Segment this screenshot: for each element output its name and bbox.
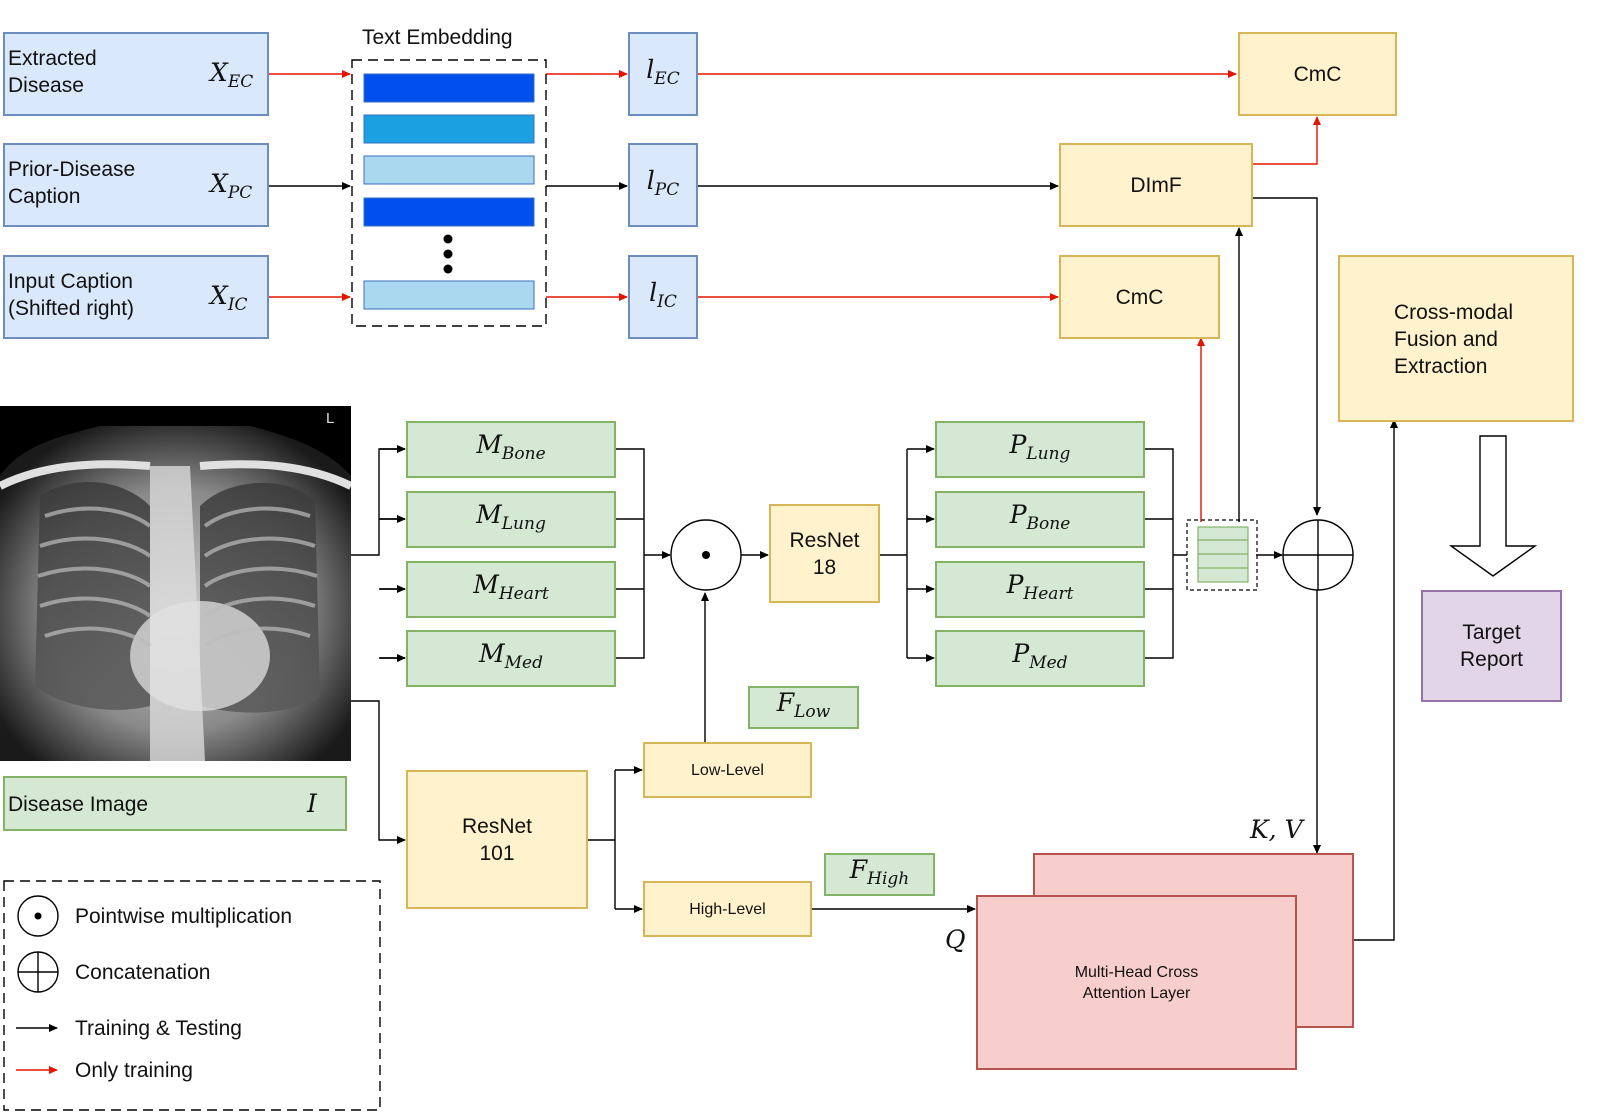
high-level-box: High-Level (643, 881, 812, 937)
legend-pointwise-icon (17, 895, 59, 937)
legend-pointwise-label: Pointwise multiplication (75, 905, 293, 928)
prior-disease-box: Prior-Disease Caption XPC (3, 143, 269, 227)
arrow-dimf-to-cmc (1253, 116, 1321, 165)
arrow-resnet101-to-levels (588, 770, 616, 909)
legend-only-train-label: Only training (75, 1059, 193, 1082)
l-ic-box: lIC (628, 255, 698, 339)
l-pc-symbol: lPC (646, 165, 680, 200)
m-med-symbol: MMed (479, 639, 543, 674)
concat-node-icon (1282, 519, 1354, 591)
cmc-mid-label: CmC (1115, 285, 1164, 309)
embedding-bar (363, 155, 535, 185)
resnet18-label: ResNet 18 (789, 528, 860, 579)
f-high-box: FHigh (824, 853, 935, 896)
kv-label: K, V (1250, 815, 1303, 844)
arrow-image-to-resnet101 (351, 700, 406, 844)
part-lung-box: PLung (935, 421, 1145, 478)
legend-concat-icon (17, 951, 59, 993)
prior-disease-label: Prior-Disease Caption (8, 158, 136, 208)
fusion-label: Cross-modal Fusion and Extraction (1394, 301, 1514, 378)
f-low-symbol: FLow (776, 688, 831, 723)
low-level-box: Low-Level (643, 742, 812, 798)
xray-drawing (0, 426, 351, 761)
mask-lung-box: MLung (406, 491, 616, 548)
resnet101-box: ResNet 101 (406, 770, 588, 909)
f-low-box: FLow (748, 686, 859, 729)
text-embedding-frame (351, 59, 547, 327)
l-ec-symbol: lEC (646, 54, 680, 89)
input-caption-box: Input Caption (Shifted right) XIC (3, 255, 269, 339)
attention-label: Multi-Head Cross Attention Layer (1074, 963, 1199, 1002)
embedding-bar (363, 114, 535, 144)
m-heart-symbol: MHeart (473, 570, 549, 605)
resnet18-box: ResNet 18 (769, 504, 880, 603)
chest-xray-image: L (0, 406, 351, 761)
arrow-resnet18-to-parts (880, 449, 908, 658)
attention-layer-front: Multi-Head Cross Attention Layer (976, 895, 1297, 1070)
legend-frame (3, 880, 381, 1111)
arrow-attention-to-fusion (1354, 419, 1398, 941)
x-pc-symbol: XPC (210, 169, 253, 204)
pointwise-node-icon (670, 519, 742, 591)
extracted-disease-box: Extracted Disease XEC (3, 32, 269, 116)
i-symbol: I (307, 789, 317, 818)
mask-heart-box: MHeart (406, 561, 616, 618)
part-heart-box: PHeart (935, 561, 1145, 618)
p-med-symbol: PMed (1012, 639, 1068, 674)
extracted-disease-label: Extracted Disease (8, 47, 97, 97)
cmc-mid-box: CmC (1059, 255, 1220, 339)
embedding-bars (363, 73, 535, 310)
embedding-bar (363, 73, 535, 103)
dimf-box: DImF (1059, 143, 1253, 227)
mask-med-box: MMed (406, 630, 616, 687)
arrow-dimf-to-concat (1253, 197, 1321, 516)
disease-image-box: Disease Image I (3, 776, 347, 831)
arrow-masks-to-pointwise (616, 448, 645, 659)
resnet101-label: ResNet 101 (461, 814, 533, 865)
f-high-symbol: FHigh (849, 855, 910, 890)
fusion-box: Cross-modal Fusion and Extraction (1338, 255, 1574, 422)
low-level-label: Low-Level (691, 761, 764, 779)
q-label: Q (945, 925, 966, 954)
target-report-label: Target Report (1459, 621, 1524, 671)
x-ic-symbol: XIC (210, 281, 248, 316)
target-report-box: Target Report (1421, 590, 1562, 702)
fusion-to-report-arrow-icon (1448, 435, 1538, 577)
mask-bone-box: MBone (406, 421, 616, 478)
embedding-bar (363, 280, 535, 310)
l-ic-symbol: lIC (649, 277, 677, 312)
x-ec-symbol: XEC (210, 58, 254, 93)
xray-corner-mark: L (326, 410, 335, 427)
embedding-ellipsis-icon (443, 234, 453, 274)
feature-stack-icon (1186, 519, 1258, 591)
part-med-box: PMed (935, 630, 1145, 687)
l-pc-box: lPC (628, 143, 698, 227)
m-bone-symbol: MBone (476, 430, 546, 465)
cmc-top-label: CmC (1293, 62, 1342, 86)
m-lung-symbol: MLung (476, 500, 546, 535)
input-caption-label: Input Caption (Shifted right) (8, 270, 135, 320)
part-bone-box: PBone (935, 491, 1145, 548)
arrow-parts-to-stack (1145, 448, 1187, 659)
dimf-label: DImF (1130, 173, 1182, 197)
high-level-label: High-Level (689, 900, 766, 918)
text-embedding-title: Text Embedding (362, 26, 513, 49)
l-ec-box: lEC (628, 32, 698, 116)
disease-image-label: Disease Image (8, 793, 149, 816)
arrow-image-to-masks (351, 448, 405, 659)
p-lung-symbol: PLung (1009, 430, 1071, 465)
p-heart-symbol: PHeart (1006, 570, 1074, 605)
embedding-bar (363, 197, 535, 227)
legend-concat-label: Concatenation (75, 961, 211, 984)
cmc-top-box: CmC (1238, 32, 1397, 116)
p-bone-symbol: PBone (1009, 500, 1071, 535)
legend-train-test-label: Training & Testing (75, 1017, 242, 1040)
